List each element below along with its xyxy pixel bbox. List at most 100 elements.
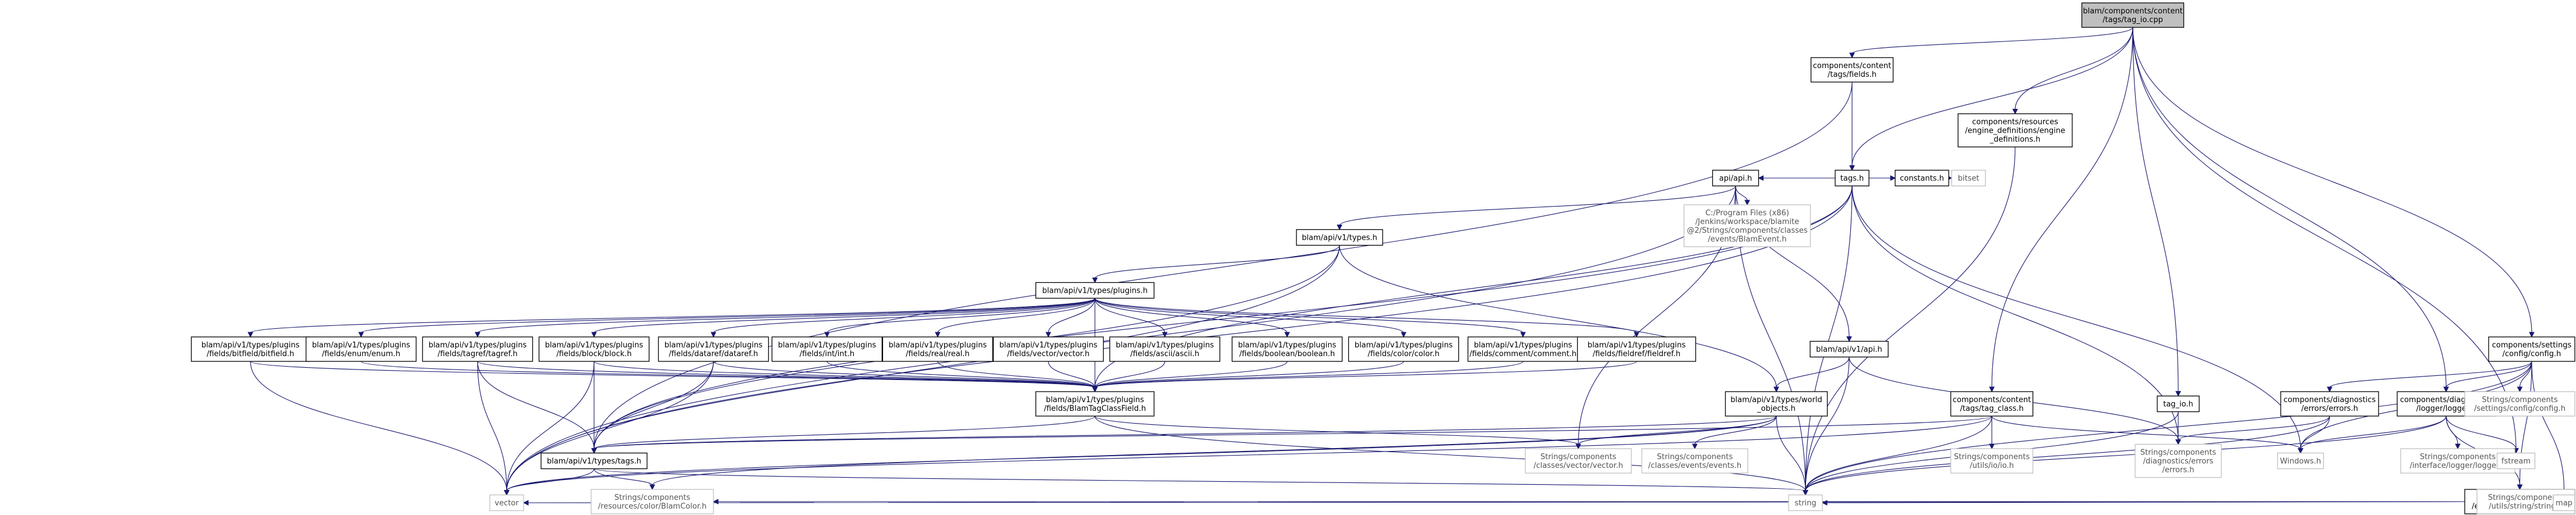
graph-edge-line bbox=[593, 361, 1096, 388]
graph-node-n6: bitset bbox=[1951, 169, 1986, 187]
graph-node-label: tag_io.h bbox=[2163, 400, 2193, 409]
graph-node-box bbox=[2464, 391, 2575, 417]
graph-node-n27[interactable]: tag_io.h bbox=[2157, 395, 2200, 413]
graph-node-box bbox=[538, 336, 650, 362]
graph-edge bbox=[1094, 298, 1526, 338]
graph-node-n3[interactable]: tags.h bbox=[1835, 169, 1870, 187]
graph-edge-line bbox=[1094, 298, 1637, 333]
graph-node-box bbox=[1109, 336, 1221, 362]
graph-node-n38: fstream bbox=[2496, 452, 2536, 470]
graph-node-n30[interactable]: components/settings/config/config.h bbox=[2488, 336, 2575, 362]
graph-node-box bbox=[2157, 395, 2200, 413]
graph-node-box bbox=[2496, 452, 2536, 470]
graph-node-label: blam/api/v1/types/plugins bbox=[1238, 341, 1337, 350]
graph-node-n28[interactable]: components/diagnostics/errors/errors.h bbox=[2280, 391, 2379, 417]
graph-edge bbox=[358, 298, 1096, 338]
graph-edge bbox=[361, 361, 1098, 393]
graph-edge bbox=[1989, 416, 1995, 450]
graph-node-n41: vector bbox=[489, 494, 524, 512]
graph-node-n8[interactable]: blam/api/v1/types.h bbox=[1296, 229, 1383, 246]
graph-edge-arrowhead bbox=[1989, 443, 1995, 450]
graph-node-label: blam/api/v1/types/plugins.h bbox=[1043, 287, 1148, 296]
graph-edge bbox=[2132, 27, 2519, 454]
graph-node-label: /fields/real/real.h bbox=[906, 350, 970, 358]
graph-edge bbox=[522, 500, 2465, 506]
graph-node-label: blam/api/v1/types/plugins bbox=[1355, 341, 1453, 350]
graph-edge-arrowhead bbox=[712, 499, 719, 505]
graph-edge-arrowhead bbox=[1092, 278, 1098, 283]
graph-edge bbox=[1092, 361, 1288, 393]
graph-node-n17[interactable]: blam/api/v1/types/plugins/fields/real/re… bbox=[882, 336, 994, 362]
graph-edge-line bbox=[1094, 298, 1165, 333]
graph-node-n20[interactable]: blam/api/v1/types/plugins/fields/boolean… bbox=[1231, 336, 1343, 362]
graph-edge-arrowhead bbox=[2175, 391, 2181, 397]
graph-edge-arrowhead bbox=[1849, 52, 1855, 59]
graph-edge bbox=[591, 415, 1992, 454]
graph-node-n12[interactable]: blam/api/v1/types/plugins/fields/enum/en… bbox=[305, 336, 417, 362]
graph-node-n16[interactable]: blam/api/v1/types/plugins/fields/int/int… bbox=[771, 336, 883, 362]
graph-edge-line bbox=[1805, 415, 2330, 491]
graph-node-n5[interactable]: constants.h bbox=[1895, 169, 1949, 187]
graph-edge-line bbox=[1094, 245, 1340, 279]
graph-node-n13[interactable]: blam/api/v1/types/plugins/fields/tagref/… bbox=[422, 336, 533, 362]
graph-node-n22[interactable]: blam/api/v1/types/plugins/fields/comment… bbox=[1467, 336, 1579, 362]
graph-edge bbox=[1045, 298, 1096, 338]
graph-node-label: components/resources bbox=[1972, 118, 2058, 127]
graph-edge bbox=[2175, 415, 2330, 445]
graph-edge bbox=[1094, 415, 1581, 450]
graph-edge-line bbox=[593, 298, 1096, 333]
graph-node-box bbox=[2081, 2, 2185, 28]
graph-edge-line bbox=[1805, 147, 2016, 491]
graph-edge bbox=[1849, 27, 2133, 59]
graph-edge-line bbox=[1991, 415, 2301, 449]
graph-node-n31[interactable]: blam/api/v1/types/tags.h bbox=[540, 452, 648, 470]
graph-node-n10[interactable]: blam/api/v1/api.h bbox=[1810, 340, 1889, 358]
graph-edge bbox=[1092, 361, 1524, 393]
graph-edge-line bbox=[506, 361, 595, 491]
graph-node-box bbox=[1525, 448, 1632, 474]
graph-node-n1[interactable]: components/content/tags/fields.h bbox=[1810, 57, 1894, 83]
graph-node-label: Strings/components bbox=[614, 493, 690, 502]
graph-node-n4[interactable]: api/api.h bbox=[1712, 169, 1759, 187]
graph-edge bbox=[477, 361, 597, 454]
graph-node-n0[interactable]: blam/components/content/tags/tag_io.cpp bbox=[2081, 2, 2185, 28]
graph-node-n11[interactable]: blam/api/v1/types/plugins/fields/bitfiel… bbox=[190, 336, 310, 362]
graph-node-label: /events/BlamEvent.h bbox=[1708, 235, 1786, 244]
graph-edge-line bbox=[1851, 186, 2179, 441]
graph-node-n19[interactable]: blam/api/v1/types/plugins/fields/ascii/a… bbox=[1109, 336, 1221, 362]
graph-edge bbox=[711, 298, 1096, 338]
graph-node-n24[interactable]: blam/api/v1/types/plugins/fields/BlamTag… bbox=[1035, 391, 1155, 417]
graph-node-n18[interactable]: blam/api/v1/types/plugins/fields/vector/… bbox=[992, 336, 1104, 362]
graph-node-label: /tags/tag_io.cpp bbox=[2103, 16, 2163, 24]
graph-node-label: blam/api/v1/types.h bbox=[1302, 234, 1377, 243]
graph-edge-line bbox=[593, 361, 714, 449]
graph-node-n26[interactable]: components/content/tags/tag_class.h bbox=[1950, 391, 2034, 417]
graph-edge bbox=[504, 361, 595, 496]
graph-node-label: /fields/BlamTagClassField.h bbox=[1044, 404, 1146, 413]
graph-edge-line bbox=[937, 298, 1096, 333]
graph-node-box bbox=[422, 336, 533, 362]
graph-node-n9[interactable]: blam/api/v1/types/plugins.h bbox=[1035, 282, 1155, 299]
graph-node-n2[interactable]: components/resources/engine_definitions/… bbox=[1957, 113, 2073, 148]
graph-node-n21[interactable]: blam/api/v1/types/plugins/fields/color/c… bbox=[1348, 336, 1460, 362]
graph-node-box bbox=[1231, 336, 1343, 362]
graph-edge bbox=[824, 298, 1096, 338]
graph-edge-line bbox=[1094, 361, 1524, 388]
graph-edge-line bbox=[2519, 361, 2532, 388]
graph-edge-arrowhead bbox=[1401, 332, 1407, 338]
graph-node-label: blam/api/v1/types/plugins bbox=[1588, 341, 1686, 350]
graph-node-label: /utils/io/io.h bbox=[1970, 461, 2014, 470]
graph-node-n14[interactable]: blam/api/v1/types/plugins/fields/block/b… bbox=[538, 336, 650, 362]
graph-node-n45: map bbox=[2553, 494, 2575, 512]
graph-edge-line bbox=[937, 361, 1096, 388]
graph-node-n15[interactable]: blam/api/v1/types/plugins/fields/dataref… bbox=[658, 336, 769, 362]
graph-edge-arrowhead bbox=[1162, 332, 1168, 338]
graph-node-n25[interactable]: blam/api/v1/types/world_objects.h bbox=[1725, 391, 1828, 417]
graph-edge bbox=[504, 415, 1992, 496]
graph-node-n23[interactable]: blam/api/v1/types/plugins/fields/fieldre… bbox=[1577, 336, 1697, 362]
graph-edge bbox=[591, 81, 1853, 454]
graph-edge-arrowhead bbox=[1773, 386, 1779, 393]
graph-edge-arrowhead bbox=[358, 332, 364, 338]
graph-node-box bbox=[1951, 169, 1986, 187]
